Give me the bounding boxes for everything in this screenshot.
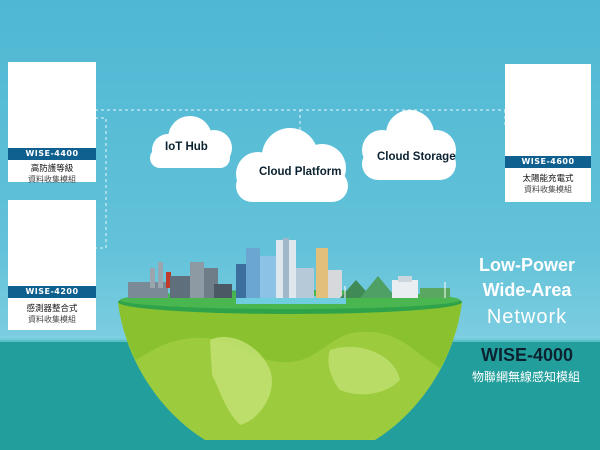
iot-hub-label: IoT Hub (165, 141, 208, 153)
device-feature-label: 太陽能充電式 (522, 174, 574, 184)
device-model-label: WISE-4200 (8, 286, 96, 298)
tagline-line-3: Network (486, 306, 568, 328)
device-card-wise4400: WISE-4400 高防護等級 資料收集模組 (8, 62, 96, 184)
product-name: WISE-4000 (480, 345, 574, 365)
cloud-storage-cloud (362, 110, 456, 180)
device-type-label: 資料收集模組 (28, 315, 76, 324)
cloud-platform-cloud (236, 128, 348, 202)
device-feature-label: 高防護等級 (30, 164, 74, 174)
cloud-platform-label: Cloud Platform (259, 166, 342, 178)
device-card-wise4200: WISE-4200 感測器整合式 資料收集模組 (8, 200, 96, 330)
tagline-line-1: Low-Power (478, 255, 575, 275)
product-subtitle: 物聯網無線感知模組 (471, 370, 580, 384)
device-type-label: 資料收集模組 (28, 175, 76, 184)
device-model-label: WISE-4400 (8, 148, 96, 160)
device-model-label: WISE-4600 (505, 156, 591, 168)
tagline-line-2: Wide-Area (482, 280, 572, 300)
cloud-storage-label: Cloud Storage (377, 151, 456, 163)
cloud-shapes (150, 110, 456, 202)
device-card-wise4600: WISE-4600 太陽能充電式 資料收集模組 (505, 64, 591, 202)
device-type-label: 資料收集模組 (524, 185, 572, 194)
iot-hub-cloud (150, 116, 232, 168)
device-feature-label: 感測器整合式 (26, 304, 78, 314)
city-skyline (128, 238, 450, 298)
